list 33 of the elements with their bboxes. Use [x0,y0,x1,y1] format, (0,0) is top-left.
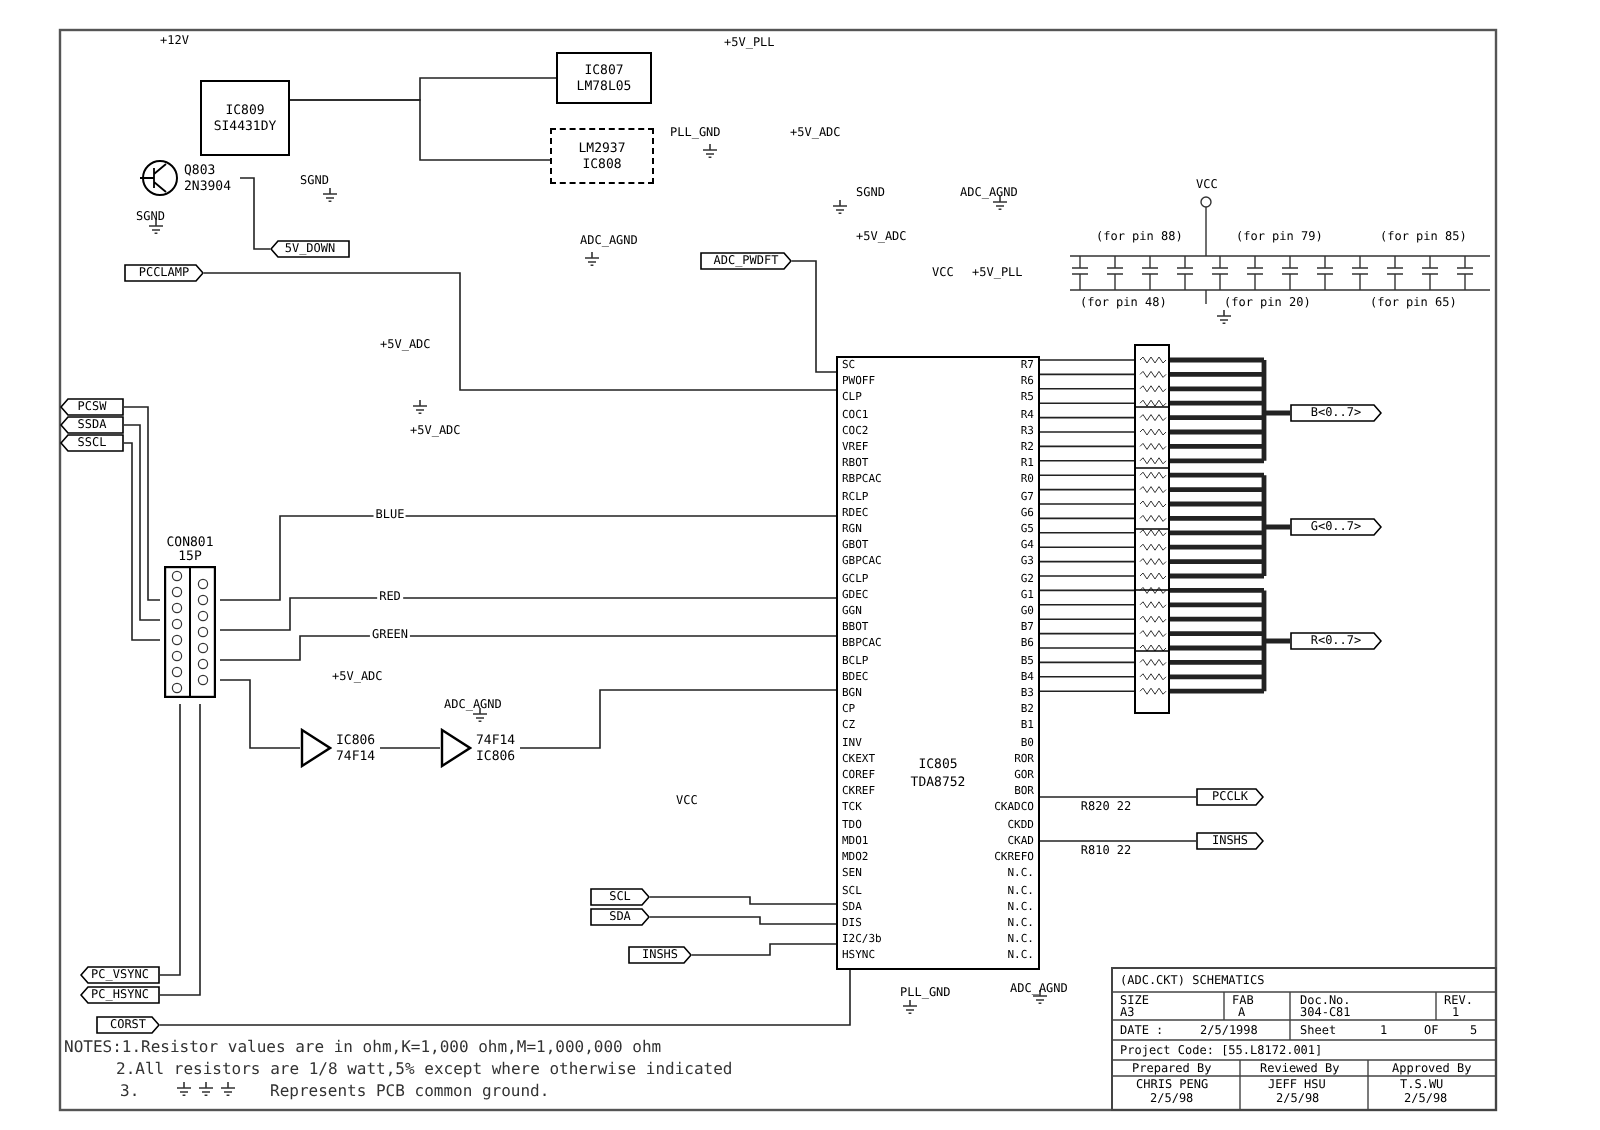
note-text: Represents PCB common ground. [270,1084,550,1100]
note-text: NOTES:1.Resistor values are in ohm,K=1,000 ohm,M=1,000,000 ohm [64,1040,662,1056]
note-text: 2.All resistors are 1/8 watt,5% except where otherwise indicated [116,1062,733,1078]
wire [289,77,557,101]
bus-line [1167,588,1293,694]
wire [649,916,837,925]
wire [649,896,837,905]
wire [159,969,851,1026]
ic-package [200,80,290,156]
wire [691,943,837,956]
ic-package [550,128,654,184]
wire [203,272,837,391]
wire [123,406,161,601]
wire [123,424,161,621]
wire [159,703,181,976]
wire [1039,359,1135,692]
wire [219,635,837,661]
wire [1039,796,1197,798]
wire [219,515,837,601]
wire [1039,840,1197,842]
wire [123,442,161,641]
wire [519,689,837,749]
wire [219,679,301,749]
ic-package [556,52,652,104]
wire [791,260,837,373]
note-text: 3. [120,1084,140,1100]
ic-chip [836,356,1040,970]
wire [239,177,271,250]
bus-line [1167,357,1293,464]
wire [379,747,441,749]
wire [219,597,837,631]
wire [159,703,201,996]
bus-line [1167,472,1293,579]
